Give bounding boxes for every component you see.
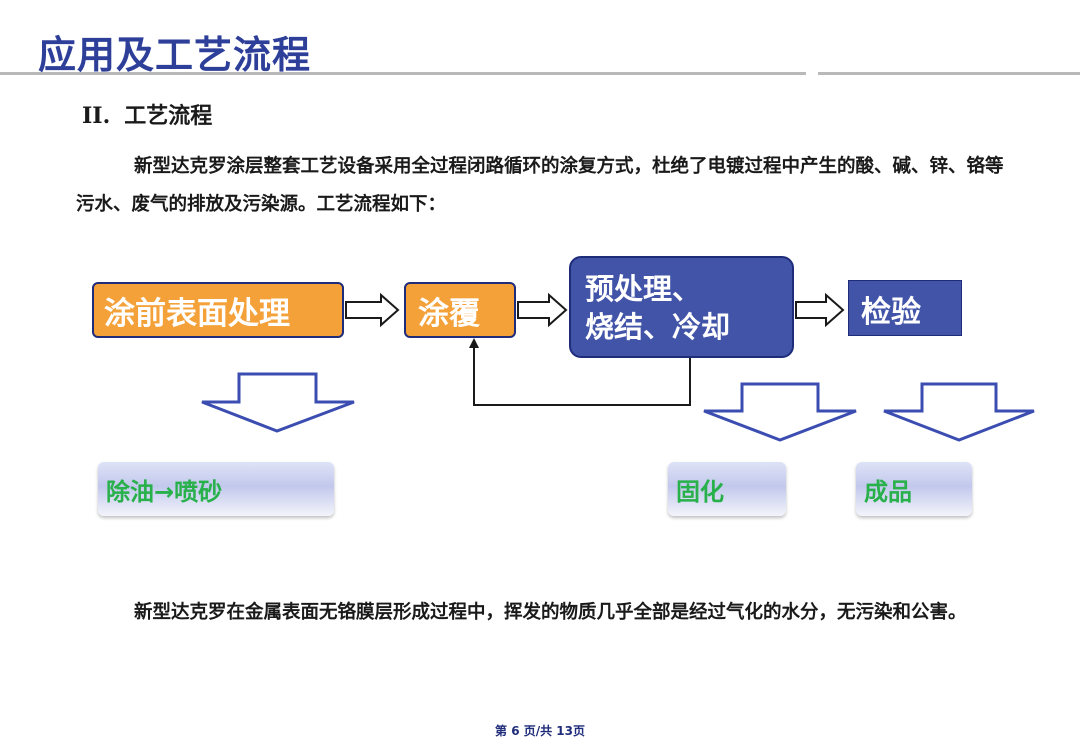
step-surface-pretreatment: 涂前表面处理 [92, 282, 344, 338]
arrow-right-2 [517, 292, 568, 328]
step-inspection: 检验 [848, 280, 962, 336]
step-coating: 涂覆 [404, 282, 516, 338]
feedback-loop-line [473, 344, 691, 406]
closing-paragraph: 新型达克罗在金属表面无铬膜层形成过程中，挥发的物质几乎全部是经过气化的水分，无污… [134, 602, 967, 623]
result-curing: 固化 [668, 462, 786, 516]
step-3-line-1: 预处理、 [585, 272, 702, 306]
arrow-down-2 [703, 382, 857, 442]
arrow-down-1 [201, 372, 355, 433]
page-footer: 第 6 页/共 13页 [495, 724, 585, 738]
feedback-arrowhead [469, 338, 479, 348]
arrow-down-3 [883, 382, 1035, 442]
result-degrease-sandblast: 除油→喷砂 [98, 462, 334, 516]
intro-paragraph: 新型达克罗涂层整套工艺设备采用全过程闭路循环的涂复方式，杜绝了电镀过程中产生的酸… [76, 156, 1004, 215]
section-title: 工艺流程 [124, 104, 213, 129]
step-pretreat-sinter-cool: 预处理、 烧结、冷却 [569, 256, 794, 358]
page-title: 应用及工艺流程 [38, 33, 312, 77]
section-heading: II. 工艺流程 [82, 98, 212, 130]
arrow-right-3 [795, 292, 845, 328]
section-number: II. [82, 103, 111, 129]
arrow-right-1 [345, 292, 400, 328]
title-divider-left [0, 72, 806, 75]
title-divider-right [818, 72, 1080, 75]
step-3-line-2: 烧结、冷却 [585, 310, 731, 344]
result-finished-product: 成品 [856, 462, 972, 516]
